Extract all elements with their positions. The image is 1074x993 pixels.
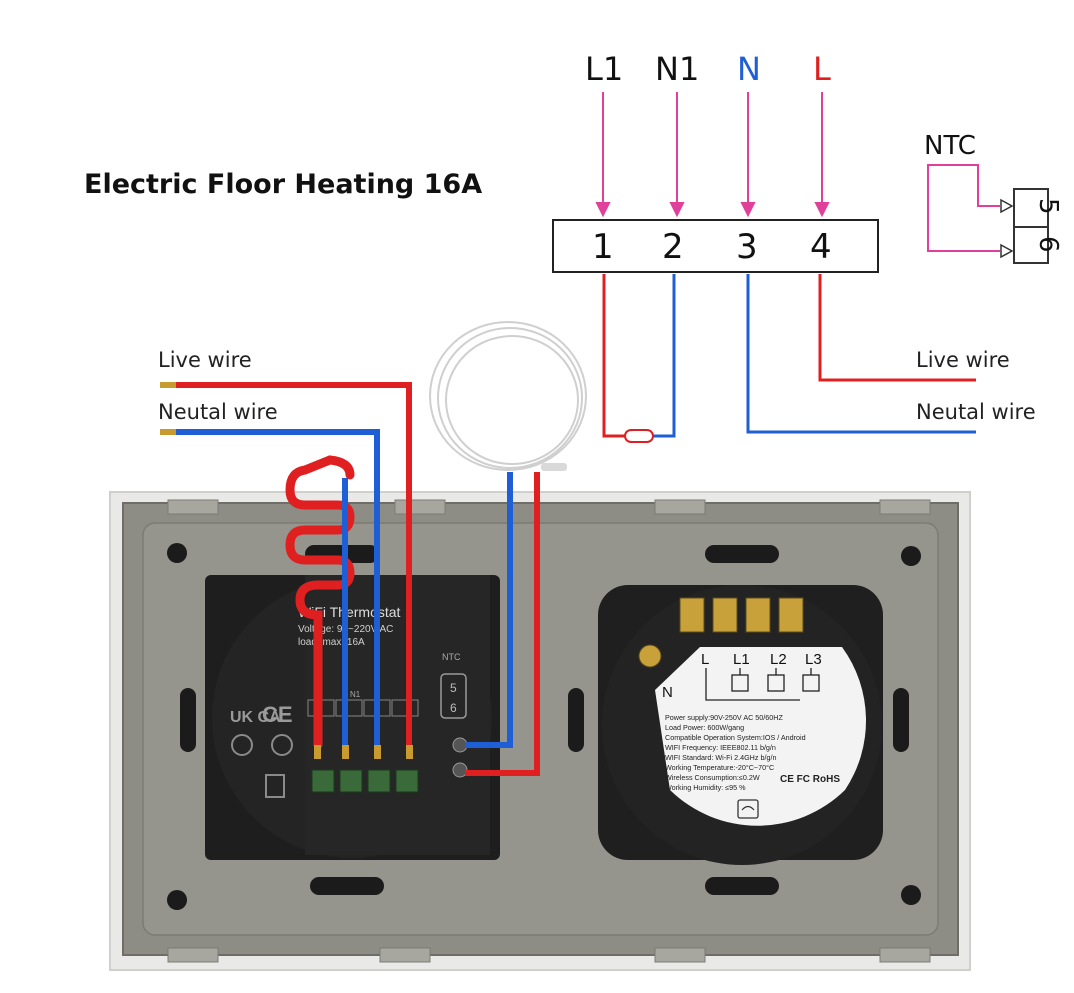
- heater-element-icon: [624, 429, 654, 443]
- wire-tips: [160, 382, 176, 435]
- terminal-block: [552, 219, 879, 273]
- right-neutral-wire-label: Neutal wire: [916, 400, 1036, 424]
- svg-text:Power supply:90V-250V AC 50/6: Power supply:90V-250V AC 50/60HZ: [665, 713, 783, 722]
- label-l: L: [813, 50, 831, 88]
- switch-module: L L1 L2 L3 N Power supply:90V-250V AC 50…: [598, 585, 883, 865]
- signal-arrows: [595, 92, 830, 218]
- terminal-4: 4: [810, 227, 832, 267]
- svg-text:Load Power: 600W/gang: Load Power: 600W/gang: [665, 723, 744, 732]
- left-live-wire-label: Live wire: [158, 348, 252, 372]
- switch-l-label: L: [701, 651, 709, 668]
- svg-text:Wireless Consumption:≤0.2W: Wireless Consumption:≤0.2W: [665, 773, 760, 782]
- no-dustbin-icon: [231, 734, 253, 756]
- terminal-2: 2: [662, 227, 684, 267]
- svg-text:Compatible Operation System:IO: Compatible Operation System:IOS / Androi…: [665, 733, 806, 742]
- terminal-1: 1: [592, 227, 614, 267]
- module-ntc-label: NTC: [442, 652, 461, 662]
- ntc-label: NTC: [924, 131, 976, 161]
- spec-text: Power supply:90V-250V AC 50/60HZ Load Po…: [665, 713, 806, 792]
- svg-text:WIFI Standard: Wi-Fi 2.4GHz b/: WIFI Standard: Wi-Fi 2.4GHz b/g/n: [665, 753, 776, 762]
- live-wire-right: [818, 274, 976, 382]
- switch-l1-label: L1: [733, 651, 750, 668]
- svg-text:Working Humidity: ≤95 %: Working Humidity: ≤95 %: [665, 783, 746, 792]
- ntc-sensor-wire: [927, 164, 1000, 252]
- mount-holes: [167, 543, 921, 910]
- terminal-labels-top: L1 N1 N L: [585, 50, 831, 88]
- label-l1: L1: [585, 50, 623, 88]
- ce-mark: CE: [262, 702, 293, 727]
- wifi-icon: [737, 799, 759, 819]
- svg-text:WIFI Frequency: IEEE802.11 b/g: WIFI Frequency: IEEE802.11 b/g/n: [665, 743, 776, 752]
- label-n1: N1: [655, 50, 699, 88]
- ntc-probe: [541, 463, 567, 471]
- diagram-title: Electric Floor Heating 16A: [84, 169, 482, 200]
- switch-n-label: N: [662, 684, 673, 701]
- ntc-sensor-red: [465, 472, 540, 776]
- ntc-cable-coil: [429, 321, 587, 471]
- spec-label: [655, 647, 867, 826]
- terminal-3: 3: [736, 227, 758, 267]
- thermostat-load: load: max. 16A: [298, 637, 365, 648]
- switch-schematic: [705, 668, 820, 701]
- ntc-arrow-6: [1000, 243, 1014, 259]
- module-ntc-pin-5: 5: [450, 681, 457, 695]
- ntc-pin-5: 5: [1033, 198, 1063, 215]
- module-ntc-pin-6: 6: [450, 701, 457, 715]
- switch-l3-label: L3: [805, 651, 822, 668]
- screw-terminals-left: [311, 769, 419, 793]
- mount-slots: [180, 545, 909, 895]
- svg-text:Working Temperature:-20°C~70°C: Working Temperature:-20°C~70°C: [665, 763, 774, 772]
- ntc-pin-6: 6: [1033, 236, 1063, 253]
- left-neutral-wire: [176, 429, 380, 745]
- right-live-wire-label: Live wire: [916, 348, 1010, 372]
- left-neutral-wire-label: Neutal wire: [158, 400, 278, 424]
- cert-marks: CE FC RoHS: [780, 774, 840, 785]
- ntc-arrow-5: [1000, 198, 1014, 214]
- ukca-mark: UK CA: [230, 709, 281, 726]
- neutral-wire-right: [746, 274, 976, 434]
- left-live-wire: [176, 382, 412, 745]
- ntc-sensor-blue: [465, 472, 513, 748]
- label-n: N: [737, 50, 761, 88]
- thermostat-module: WiFi Thermostat Voltage: 90~220V AC load…: [205, 575, 500, 860]
- weee-icon: [265, 774, 285, 798]
- recycle-icon: [271, 734, 293, 756]
- switch-l2-label: L2: [770, 651, 787, 668]
- heating-element: [285, 455, 355, 750]
- n-screw: [638, 644, 662, 668]
- module-n1-hint: N1: [350, 690, 361, 699]
- heater-loop-wiring: [602, 274, 676, 438]
